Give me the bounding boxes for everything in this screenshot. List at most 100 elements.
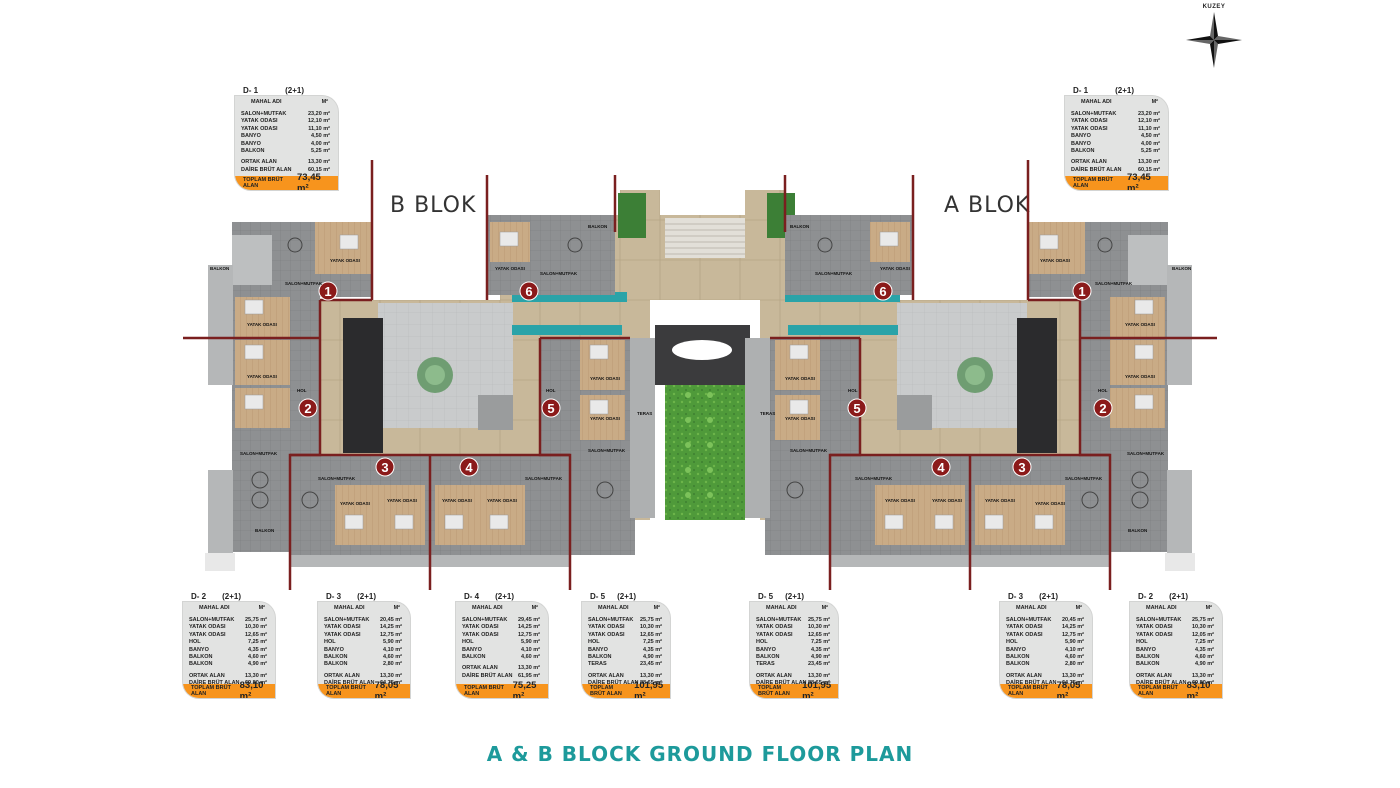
area-row-name: ORTAK ALAN — [1136, 672, 1172, 679]
area-row-value: 25,75 m² — [244, 617, 267, 623]
area-row-value: 12,75 m² — [517, 631, 540, 638]
marker-b-1[interactable]: 1 — [318, 281, 338, 301]
area-row-name: DAİRE BRÜT ALAN — [462, 672, 513, 679]
area-row-name: BALKON — [1136, 654, 1160, 661]
area-row-name: ORTAK ALAN — [462, 665, 498, 672]
area-row-name: YATAK ODASI — [189, 631, 226, 638]
area-row: SALON+MUTFAK 29,45 m² — [462, 617, 540, 624]
area-row-name: ORTAK ALAN — [324, 672, 360, 679]
svg-text:YATAK ODASI: YATAK ODASI — [387, 498, 417, 503]
svg-text:1: 1 — [1078, 284, 1085, 299]
area-row-value: 12,65 m² — [639, 631, 662, 638]
marker-b-2[interactable]: 2 — [298, 398, 318, 418]
svg-text:YATAK ODASI: YATAK ODASI — [1125, 374, 1155, 379]
area-row-name: BANYO — [241, 133, 261, 140]
svg-text:5: 5 — [853, 401, 860, 416]
svg-text:BALKON: BALKON — [210, 266, 229, 271]
area-row-name: TERAS — [756, 661, 775, 668]
area-row-name: BALKON — [1006, 661, 1030, 668]
area-row-value: 12,65 m² — [244, 631, 267, 638]
svg-text:BALKON: BALKON — [790, 224, 809, 229]
svg-text:YATAK ODASI: YATAK ODASI — [985, 498, 1015, 503]
marker-b-4[interactable]: 4 — [459, 457, 479, 477]
area-row-value: 20,45 m² — [1061, 617, 1084, 623]
marker-a-5[interactable]: 5 — [847, 398, 867, 418]
area-row-name: BALKON — [189, 654, 213, 661]
area-row-name: SALON+MUTFAK — [189, 617, 235, 623]
area-row-name: DAİRE BRÜT ALAN — [756, 680, 807, 687]
area-row: DAİRE BRÜT ALAN88,65 m² — [756, 680, 830, 687]
area-row-value: 4,00 m² — [311, 140, 330, 147]
area-row: DAİRE BRÜT ALAN64,75 m² — [1006, 680, 1084, 687]
marker-a-6[interactable]: 6 — [873, 281, 893, 301]
svg-text:YATAK ODASI: YATAK ODASI — [1035, 501, 1065, 506]
area-row-name: BALKON — [588, 654, 612, 661]
area-row-name: YATAK ODASI — [1071, 118, 1108, 125]
svg-text:BALKON: BALKON — [255, 528, 274, 533]
area-row-value: 29,45 m² — [517, 617, 540, 623]
area-row-name: BANYO — [241, 140, 261, 147]
area-row-name: BALKON — [1136, 661, 1160, 668]
marker-b-5[interactable]: 5 — [541, 398, 561, 418]
area-row-value: 11,10 m² — [1138, 125, 1160, 132]
area-row-name: YATAK ODASI — [1006, 624, 1043, 631]
area-row: SALON+MUTFAK 25,75 m² — [189, 617, 267, 624]
area-row: DAİRE BRÜT ALAN88,65 m² — [588, 680, 662, 687]
area-row-value: 4,90 m² — [811, 654, 830, 661]
area-row-value: 23,20 m² — [1137, 111, 1160, 117]
marker-a-1[interactable]: 1 — [1072, 281, 1092, 301]
area-row-name: YATAK ODASI — [756, 624, 793, 631]
area-row-name: YATAK ODASI — [189, 624, 226, 631]
area-row-name: SALON+MUTFAK — [1006, 617, 1052, 623]
area-row-name: YATAK ODASI — [462, 631, 499, 638]
area-row-name: YATAK ODASI — [588, 624, 625, 631]
area-row-name: BALKON — [324, 661, 348, 668]
marker-a-4[interactable]: 4 — [931, 457, 951, 477]
area-row-name: ORTAK ALAN — [1006, 672, 1042, 679]
area-row-value: 12,10 m² — [307, 118, 330, 125]
area-row-value: 60,15 m² — [307, 166, 330, 173]
marker-a-3[interactable]: 3 — [1012, 457, 1032, 477]
svg-text:SALON+MUTFAK: SALON+MUTFAK — [855, 476, 893, 481]
area-row-name: BANYO — [1071, 133, 1091, 140]
area-row-name: HOL — [588, 639, 600, 646]
area-row: YATAK ODASI 12,75 m² — [462, 632, 540, 639]
area-row-value: 13,30 m² — [1061, 672, 1084, 679]
area-row-name: BANYO — [756, 646, 776, 653]
area-row-name: ORTAK ALAN — [1071, 159, 1107, 166]
area-row-value: 88,65 m² — [640, 680, 662, 687]
a-blok-label: A BLOK — [944, 193, 1031, 218]
area-row-name: SALON+MUTFAK — [462, 617, 508, 623]
area-row: BANYO 4,00 m² — [241, 141, 330, 148]
area-row-value: 5,90 m² — [521, 639, 540, 646]
svg-text:YATAK ODASI: YATAK ODASI — [247, 374, 277, 379]
area-row-name: SALON+MUTFAK — [1071, 111, 1117, 117]
marker-b-6[interactable]: 6 — [519, 281, 539, 301]
svg-text:HOL: HOL — [546, 388, 556, 393]
area-row-name: SALON+MUTFAK — [324, 617, 370, 623]
marker-b-3[interactable]: 3 — [375, 457, 395, 477]
area-row-name: YATAK ODASI — [241, 118, 278, 125]
svg-text:YATAK ODASI: YATAK ODASI — [340, 501, 370, 506]
marker-a-2[interactable]: 2 — [1093, 398, 1113, 418]
area-row-value: 13,30 m² — [1137, 159, 1160, 166]
area-row-value: 64,75 m² — [380, 680, 402, 687]
area-row-value: 13,30 m² — [517, 665, 540, 672]
